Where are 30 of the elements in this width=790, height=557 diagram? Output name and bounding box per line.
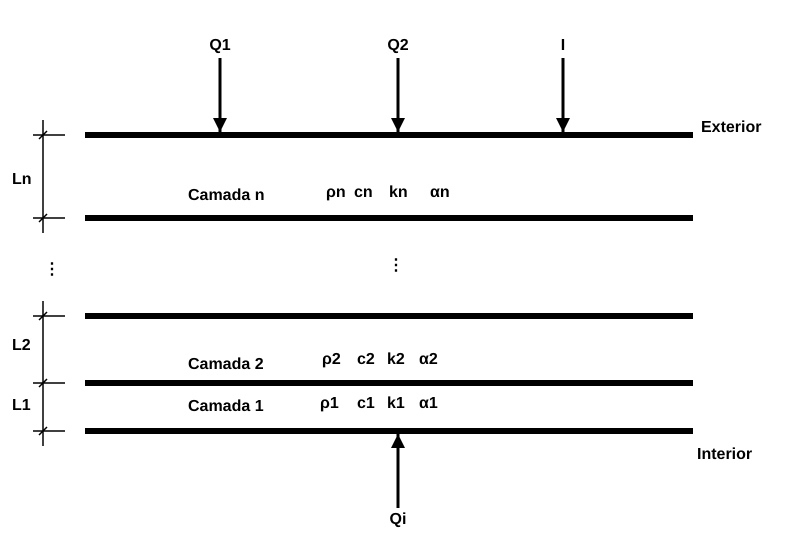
property-symbol: αn <box>430 185 450 201</box>
flux-label: Q1 <box>205 36 235 56</box>
property-symbol: ρ2 <box>322 352 341 368</box>
flux-arrow <box>556 58 570 132</box>
layer-name: Camada 1 <box>188 399 264 415</box>
property-symbol: c2 <box>357 352 375 368</box>
property-symbol: α1 <box>419 396 438 412</box>
dimension-label: Ln <box>12 172 32 188</box>
property-symbol: c1 <box>357 396 375 412</box>
side-label: Interior <box>697 447 752 463</box>
layer-name: Camada n <box>188 188 264 204</box>
flux-arrow <box>391 434 405 508</box>
dimension-label: L1 <box>12 398 31 414</box>
property-symbol: k1 <box>387 396 405 412</box>
property-symbol: α2 <box>419 352 438 368</box>
flux-label: Qi <box>383 510 413 530</box>
side-label: Exterior <box>701 120 762 136</box>
property-symbol: ρn <box>326 185 346 201</box>
layer-name: Camada 2 <box>188 357 264 373</box>
property-symbol: ρ1 <box>320 396 339 412</box>
property-symbol: kn <box>389 185 408 201</box>
flux-arrow <box>391 58 405 132</box>
flux-label: I <box>548 36 578 56</box>
flux-label: Q2 <box>383 36 413 56</box>
flux-arrow <box>213 58 227 132</box>
ellipsis-mark: ⋮ <box>388 258 404 274</box>
dimension-label: L2 <box>12 338 31 354</box>
property-symbol: cn <box>354 185 373 201</box>
property-symbol: k2 <box>387 352 405 368</box>
ellipsis-mark: ⋮ <box>44 262 60 278</box>
